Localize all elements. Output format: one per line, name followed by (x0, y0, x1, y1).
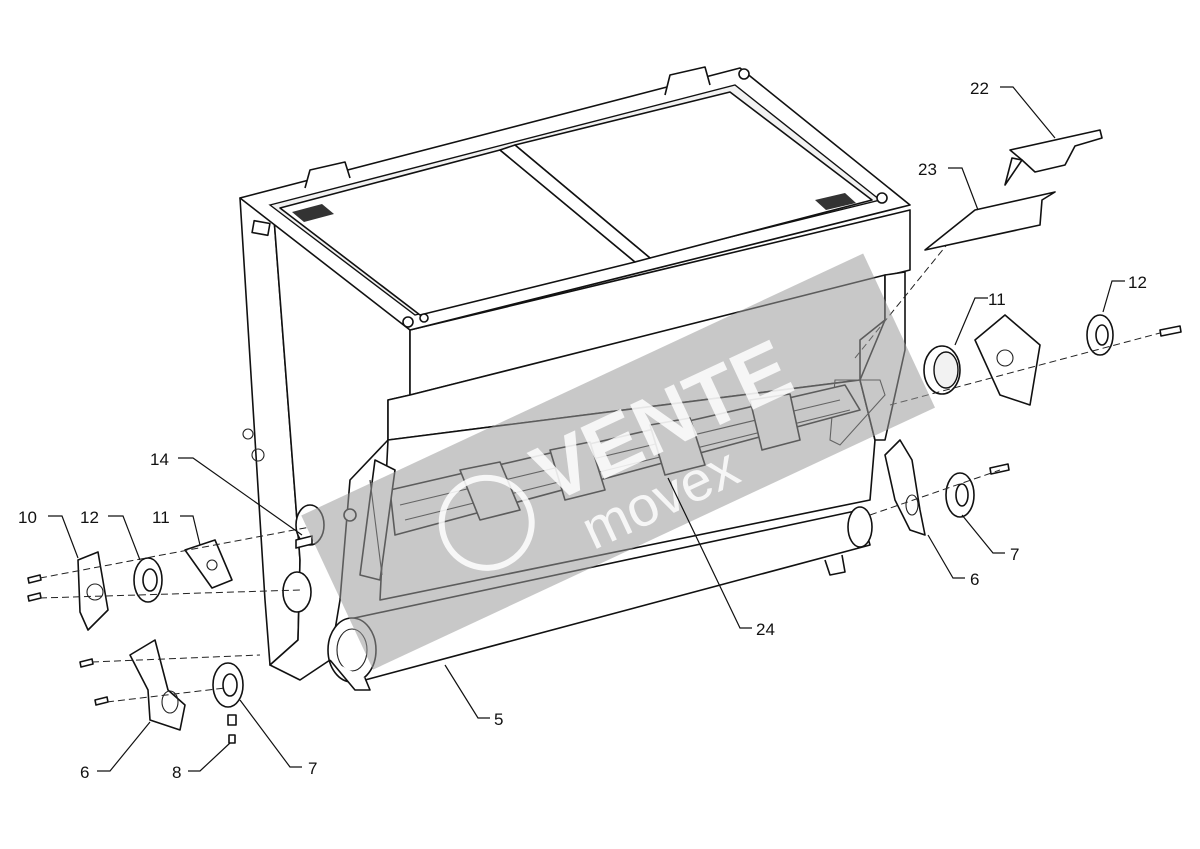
callout-11-left: 11 (152, 508, 170, 527)
callout-7-right: 7 (1010, 545, 1019, 564)
leader-lines (48, 86, 1125, 772)
callout-5: 5 (494, 710, 503, 729)
callout-10: 10 (18, 508, 37, 527)
right-exploded-parts (854, 209, 1182, 536)
callout-6-right: 6 (970, 570, 979, 589)
callout-11-right: 11 (988, 290, 1006, 309)
callout-12-left: 12 (80, 508, 99, 527)
callout-22: 22 (970, 79, 989, 98)
callout-6-left: 6 (80, 763, 89, 782)
callout-23: 23 (918, 160, 937, 179)
callout-24: 24 (756, 620, 775, 639)
callout-labels: 10 12 11 14 6 8 7 5 24 6 7 11 12 23 22 (18, 79, 1147, 782)
callout-14: 14 (150, 450, 169, 469)
lid-frame (239, 66, 911, 462)
callout-12-right: 12 (1128, 273, 1147, 292)
callout-8: 8 (172, 763, 181, 782)
callout-7-left: 7 (308, 759, 317, 778)
cover-plates (924, 129, 1103, 251)
